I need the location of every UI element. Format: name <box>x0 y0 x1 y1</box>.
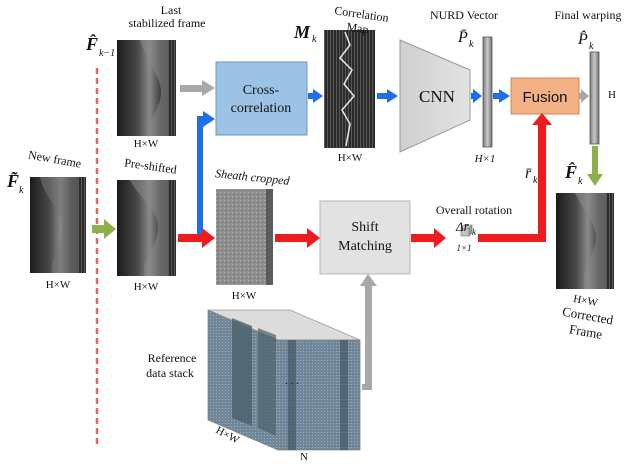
nurd-vector-size: H×1 <box>474 153 496 165</box>
delta-r-symbol: Δr̄ <box>455 219 470 234</box>
last-frame-line2: stabilized frame <box>129 16 206 30</box>
cross-correlation-line2: correlation <box>231 101 292 116</box>
corrected-frame-line2: Frame <box>568 321 604 342</box>
m-sub: k <box>312 34 317 45</box>
arrow-stack-to-shift <box>360 274 377 390</box>
p-bar-symbol: P̄ <box>457 29 468 46</box>
arrow-sheath-to-shift <box>275 228 320 248</box>
correlation-map-image <box>324 30 375 148</box>
pre-shifted-image <box>117 180 176 276</box>
final-warping-bar <box>589 51 600 145</box>
reference-stack-line1: Reference <box>148 351 197 365</box>
f-prev-sub: k−1 <box>99 48 115 59</box>
last-frame-line1: Last <box>161 3 182 17</box>
p-hat-sub: k <box>589 41 594 52</box>
f-hat-sub: k <box>578 176 583 187</box>
cross-correlation-line1: Cross- <box>243 83 280 98</box>
pre-shifted-label: Pre-shifted <box>124 155 178 176</box>
arrow-cross-to-map <box>308 89 323 103</box>
f-hat-symbol: F̂ <box>564 162 577 182</box>
reference-data-stack <box>207 309 361 451</box>
delta-r-sub: k <box>472 227 477 237</box>
rotation-cube <box>460 224 473 237</box>
corrected-frame-size: H×W <box>572 293 599 309</box>
rotation-size: 1×1 <box>456 243 471 253</box>
sheath-cropped-label: Sheath cropped <box>215 166 292 188</box>
new-frame-image <box>30 177 86 273</box>
arrow-cnn-to-nurd <box>471 89 482 103</box>
p-hat-symbol: P̂ <box>577 29 588 48</box>
new-frame-sub: k <box>19 185 24 196</box>
new-frame-symbol: F̃ <box>6 171 19 191</box>
sheath-cropped-image <box>216 189 273 285</box>
shift-matching-line2: Matching <box>338 239 392 254</box>
r-bar-sub: k <box>533 175 538 186</box>
shift-matching-box <box>319 200 411 275</box>
arrow-map-to-cnn <box>377 89 398 103</box>
new-frame-label: New frame <box>27 148 82 171</box>
shift-matching-line1: Shift <box>351 220 378 235</box>
fusion-box <box>510 77 580 115</box>
stack-depth: N <box>300 451 308 463</box>
corrected-frame-image <box>556 193 614 289</box>
overall-rotation-label: Overall rotation <box>436 203 512 217</box>
fusion-label: Fusion <box>522 89 567 106</box>
arrow-fusion-to-final <box>579 89 589 103</box>
sheath-cropped-size: H×W <box>232 290 257 302</box>
arrow-rotation-to-fusion <box>478 113 552 242</box>
arrow-shift-to-rotation <box>411 228 446 248</box>
cnn-block <box>399 39 471 153</box>
cross-correlation-box <box>215 61 308 136</box>
arrow-final-to-corrected <box>587 146 603 186</box>
pre-shifted-size: H×W <box>134 281 159 293</box>
last-frame-size: H×W <box>134 138 159 150</box>
stack-dots: . . . <box>285 375 299 387</box>
r-bar-symbol: r̄ <box>525 165 532 182</box>
correlation-map-line2: Map <box>346 20 370 37</box>
nurd-vector-label: NURD Vector <box>430 8 498 22</box>
arrow-new-to-preshifted <box>92 219 116 239</box>
arrow-preshifted-to-cross <box>197 111 215 238</box>
nurd-vector-bar <box>482 36 493 148</box>
cnn-label: CNN <box>419 87 455 106</box>
f-prev-symbol: F̂ <box>85 34 98 54</box>
arrow-last-to-cross <box>180 80 215 96</box>
arrow-preshifted-to-sheath <box>178 228 215 248</box>
arrow-nurd-to-fusion <box>493 89 510 103</box>
final-warping-label: Final warping <box>555 8 622 22</box>
p-bar-sub: k <box>469 39 474 50</box>
final-warping-size: H <box>608 89 616 101</box>
reference-stack-line2: data stack <box>146 366 194 380</box>
m-symbol: M <box>293 22 311 42</box>
new-frame-size: H×W <box>46 279 71 291</box>
correlation-map-size: H×W <box>338 152 363 164</box>
last-frame-image <box>117 40 176 136</box>
